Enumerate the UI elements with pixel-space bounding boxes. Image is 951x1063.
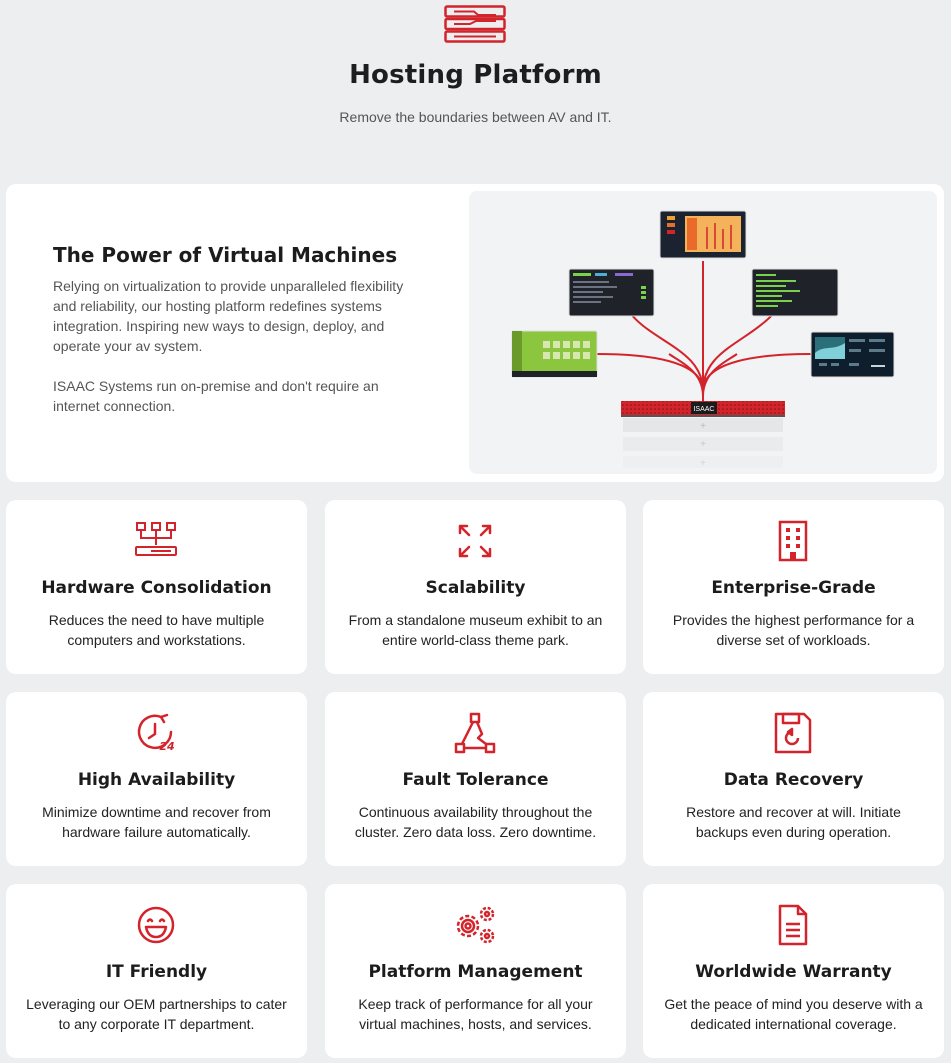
feature-text: Restore and recover at will. Initiate ba… [686,804,901,840]
feature-text: From a standalone museum exhibit to an e… [348,612,603,648]
vm-screen-upper-right [751,268,839,317]
feature-card-data-recovery: Data Recovery Restore and recover at wil… [643,692,944,866]
feature-card-it-friendly: IT Friendly Leveraging our OEM partnersh… [6,884,307,1058]
gears-icon [456,906,495,944]
smiley-icon [137,906,175,944]
building-icon [778,520,808,562]
feature-title: High Availability [77,770,236,790]
page-subtitle: Remove the boundaries between AV and IT. [339,109,612,125]
server-rack-icon [444,5,506,43]
vm-screen-top [659,210,747,259]
network-triangle-icon [454,712,496,754]
feature-title: Platform Management [368,962,583,982]
feature-text: Keep track of performance for all your v… [358,996,593,1032]
svg-text:24: 24 [159,740,174,753]
hardware-consolidation-icon [135,522,177,556]
svg-text:+: + [700,458,706,469]
feature-text: Continuous availability throughout the c… [354,804,597,840]
vm-screen-right [810,331,895,378]
feature-card-scalability: Scalability From a standalone museum exh… [325,500,626,674]
feature-text: Leveraging our OEM partnerships to cater… [26,996,287,1032]
floppy-restore-icon [774,712,812,754]
feature-card-fault-tolerance: Fault Tolerance Continuous availability … [325,692,626,866]
svg-text:+: + [700,439,706,450]
vm-screen-upper-left [568,268,655,317]
feature-title: Fault Tolerance [402,770,549,790]
vm-network-diagram: ISAAC + + + [511,210,895,469]
feature-title: Data Recovery [723,770,864,790]
virtualization-illustration: ISAAC + + + [469,191,937,474]
feature-card-worldwide-warranty: Worldwide Warranty Get the peace of mind… [643,884,944,1058]
feature-text: Get the peace of mind you deserve with a… [664,996,923,1032]
feature-card-high-availability: 24 High Availability Minimize downtime a… [6,692,307,866]
expand-arrows-icon [458,524,492,558]
hero-heading: The Power of Virtual Machines [53,243,398,267]
feature-title: Scalability [425,578,526,598]
document-icon [778,904,808,946]
svg-text:+: + [700,421,706,432]
virtual-machines-section: The Power of Virtual Machines Relying on… [6,184,944,482]
feature-title: Worldwide Warranty [695,962,892,982]
feature-text: Reduces the need to have multiple comput… [48,612,265,648]
feature-title: Hardware Consolidation [41,578,272,598]
feature-text: Minimize downtime and recover from hardw… [42,804,271,840]
feature-card-enterprise-grade: Enterprise-Grade Provides the highest pe… [643,500,944,674]
isaac-server-unit: ISAAC + + + [621,401,785,469]
vm-screen-left [511,330,598,378]
feature-title: IT Friendly [105,962,208,982]
clock-24-icon: 24 [137,713,175,753]
feature-card-hardware-consolidation: Hardware Consolidation Reduces the need … [6,500,307,674]
server-label: ISAAC [693,406,714,413]
feature-title: Enterprise-Grade [711,578,876,598]
feature-card-platform-management: Platform Management Keep track of perfor… [325,884,626,1058]
page-title: Hosting Platform [349,60,602,90]
hero-paragraph-1: Relying on virtualization to provide unp… [53,278,404,354]
feature-text: Provides the highest performance for a d… [672,612,915,648]
hero-paragraph-2: ISAAC Systems run on-premise and don't r… [53,378,379,414]
